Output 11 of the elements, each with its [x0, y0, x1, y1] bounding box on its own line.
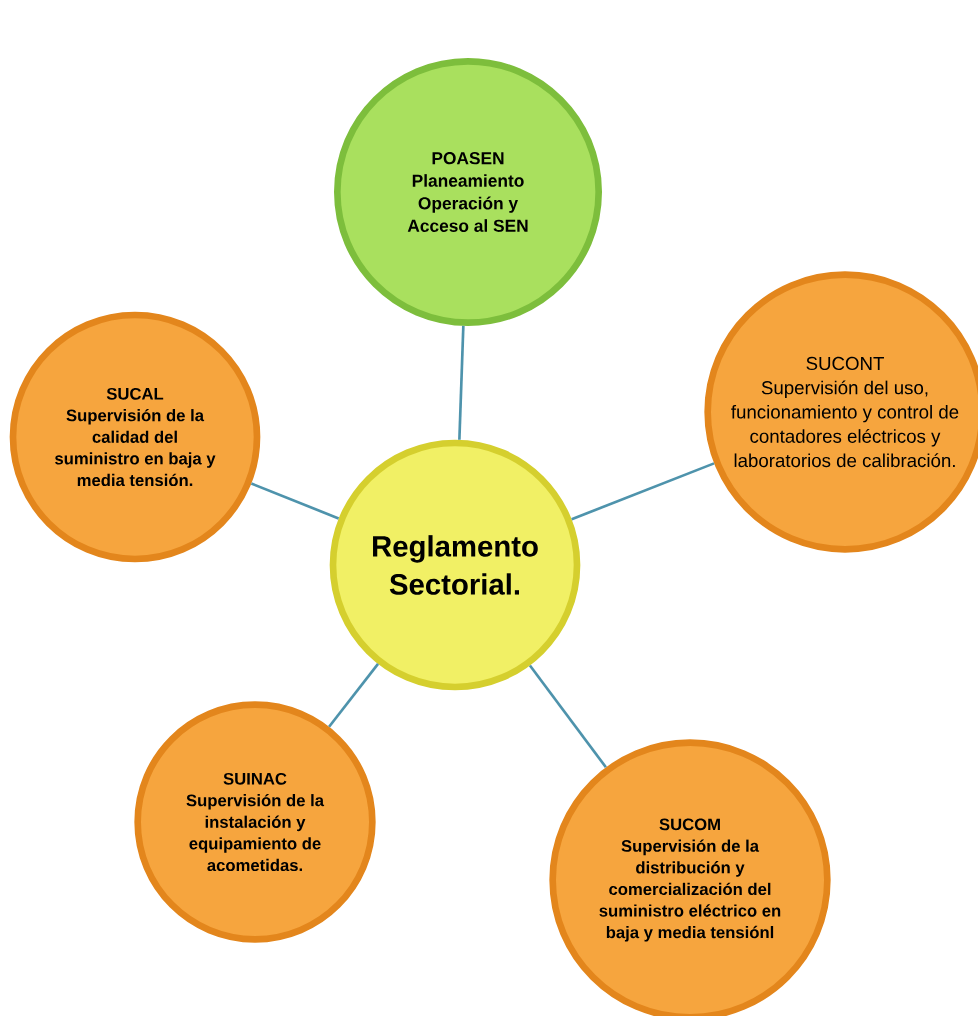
connector-line	[571, 462, 715, 521]
circle-node: Reglamento Sectorial.	[329, 439, 581, 691]
connector-line	[250, 482, 340, 520]
connector-line	[528, 664, 607, 769]
circle-node: SUINAC Supervisión de la instalación y equipamiento de acometidas.	[134, 701, 376, 943]
circle-node: SUCONT Supervisión del uso, funcionamiento y control de contadores eléctricos y laboratorios de calibración.	[704, 271, 978, 553]
connector-line	[328, 663, 380, 728]
circle-node: SUCOM Supervisión de la distribución y comercialización del suministro eléctrico en baja y media tensiónl	[549, 739, 831, 1016]
circle-node: POASEN Planeamiento Operación y Acceso al SEN	[334, 58, 602, 326]
connector-line	[458, 325, 465, 440]
circle-node: SUCAL Supervisión de la calidad del suministro en baja y media tensión.	[9, 311, 261, 563]
